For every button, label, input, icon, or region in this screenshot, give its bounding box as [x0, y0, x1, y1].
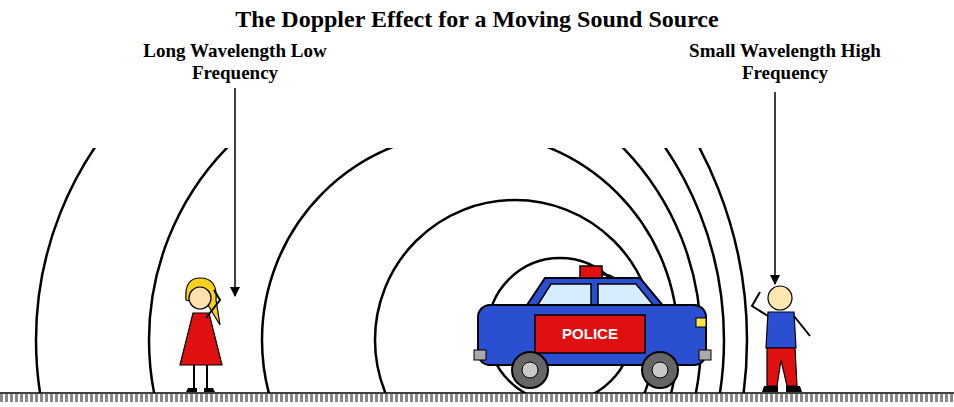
- pants: [767, 348, 797, 386]
- headlight: [696, 318, 706, 327]
- head: [768, 286, 792, 310]
- leg: [193, 365, 195, 388]
- bumper: [474, 350, 486, 360]
- wavefront: [0, 148, 747, 393]
- arm: [206, 290, 220, 318]
- head: [189, 287, 211, 309]
- ground: [0, 394, 954, 402]
- shoe: [786, 386, 802, 392]
- shoe: [204, 388, 215, 392]
- leg: [206, 365, 208, 388]
- arm: [794, 316, 810, 336]
- hubcap: [522, 362, 538, 378]
- wave-label: Long Wavelength Low Frequency: [105, 40, 365, 84]
- car-cabin: [525, 278, 665, 308]
- hubcap: [652, 362, 668, 378]
- ground-line: [0, 392, 954, 394]
- wheel: [642, 352, 678, 388]
- leader-arrow: [234, 88, 236, 296]
- wave-label: Small Wavelength High Frequency: [645, 40, 925, 84]
- arm: [752, 292, 768, 316]
- wavefronts: [0, 148, 747, 393]
- shirt: [766, 312, 796, 348]
- girl-figure: [180, 278, 222, 392]
- leader-arrow: [774, 92, 776, 284]
- boy-figure: [752, 286, 810, 392]
- wavefront: [36, 148, 724, 393]
- car-window: [598, 284, 654, 306]
- wheel: [512, 352, 548, 388]
- shoe: [186, 388, 197, 392]
- car-text: POLICE: [535, 325, 645, 342]
- bumper: [699, 350, 711, 360]
- door-panel: [535, 315, 645, 353]
- police-car: [474, 266, 711, 388]
- car-window: [537, 284, 591, 306]
- shoe: [762, 386, 778, 392]
- dress: [180, 313, 222, 365]
- siren: [580, 266, 602, 278]
- diagram-title: The Doppler Effect for a Moving Sound So…: [0, 6, 954, 33]
